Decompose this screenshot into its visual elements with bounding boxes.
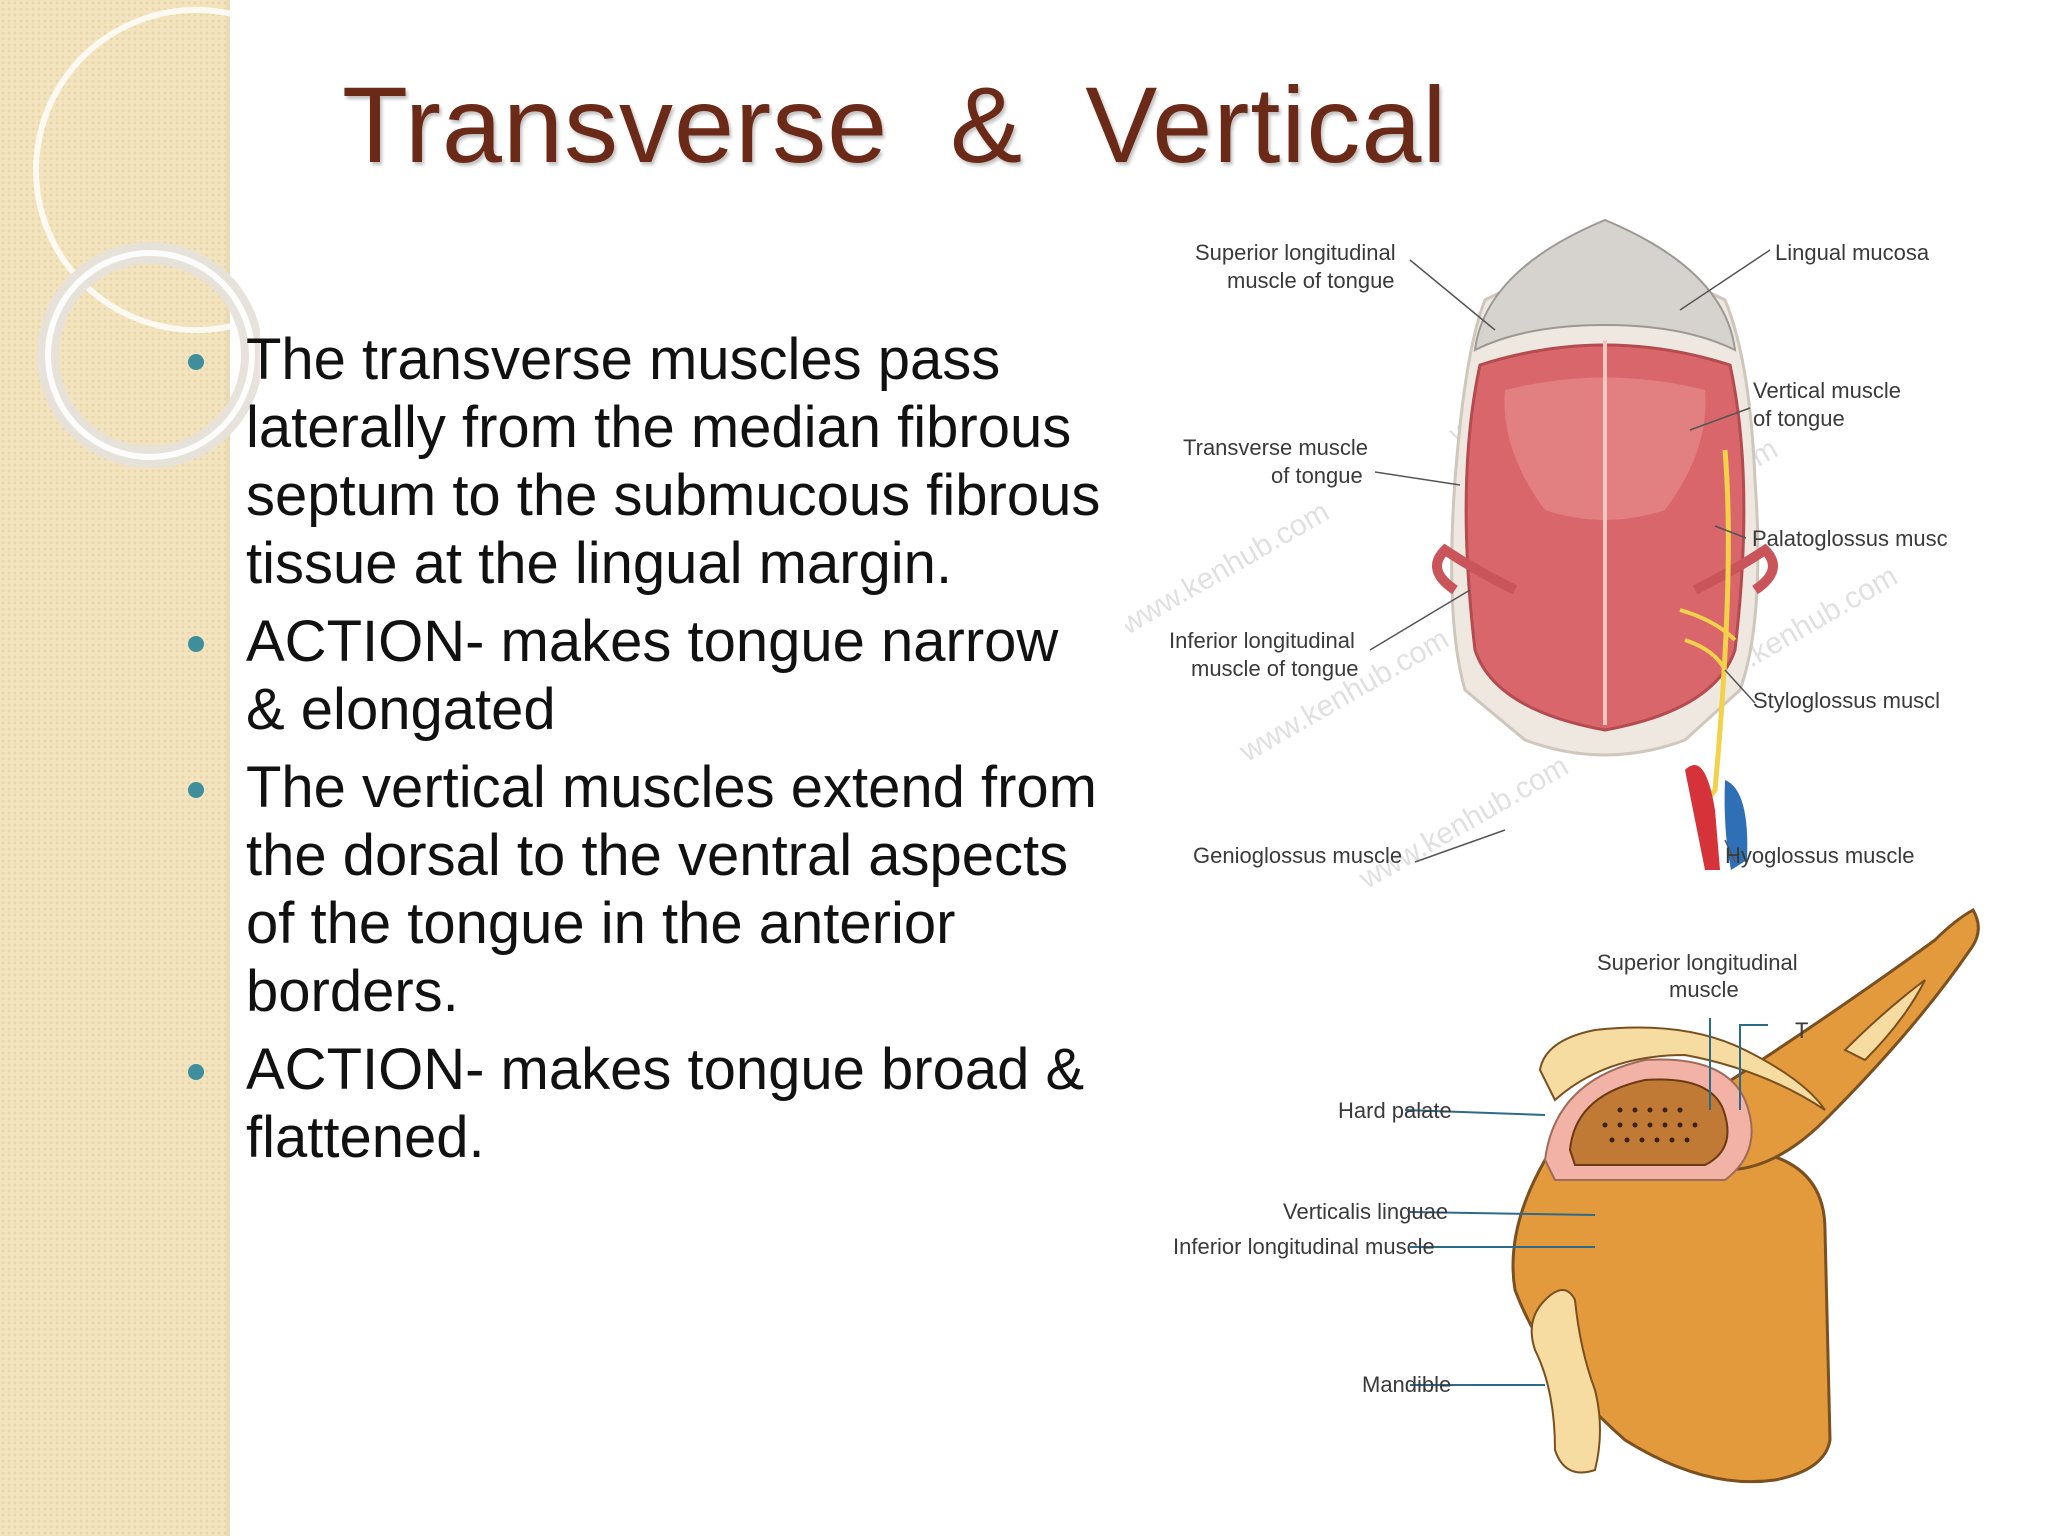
bullet-item: The vertical muscles extend from the dor… [178,754,1108,1026]
tongue-anatomy-figure: www.kenhub.com www.kenhub.com www.kenhub… [1125,218,1980,1484]
bullet-dot-icon [188,782,204,798]
label-t-marker: T [1795,1018,1808,1043]
label-mandible: Mandible [1362,1372,1451,1397]
label-lingual-mucosa: Lingual mucosa [1775,240,1930,265]
bullet-text: The transverse muscles pass laterally fr… [246,327,1101,596]
bullet-dot-icon [188,636,204,652]
label-vertical-muscle-line1: Vertical muscle [1753,378,1901,403]
label-transverse-muscle-line2: of tongue [1271,463,1363,488]
bullet-item: ACTION- makes tongue broad & flattened. [178,1036,1108,1172]
label-superior-longitudinal-line2: muscle of tongue [1227,268,1395,293]
label-palatoglossus: Palatoglossus musc [1752,526,1948,551]
bullet-text: ACTION- makes tongue broad & flattened. [246,1037,1085,1170]
svg-text:www.kenhub.com: www.kenhub.com [1353,749,1574,896]
bottom-leader-lines [1404,1018,1768,1386]
label-bottom-superior-longitudinal-line1: Superior longitudinal [1597,950,1798,975]
label-inferior-longitudinal-line2: muscle of tongue [1191,656,1359,681]
bullet-list: The transverse muscles pass laterally fr… [178,326,1108,1182]
bullet-item: ACTION- makes tongue narrow & elongated [178,608,1108,744]
bullet-text: The vertical muscles extend from the dor… [246,755,1097,1024]
label-superior-longitudinal-line1: Superior longitudinal [1195,240,1396,265]
label-genioglossus: Genioglossus muscle [1193,843,1402,868]
label-transverse-muscle-line1: Transverse muscle [1183,435,1368,460]
sidebar-edge [226,0,230,1536]
label-vertical-muscle-line2: of tongue [1753,406,1845,431]
tongue-sagittal-section [1511,907,1980,1484]
bullet-dot-icon [188,1064,204,1080]
bullet-item: The transverse muscles pass laterally fr… [178,326,1108,598]
svg-text:www.kenhub.com: www.kenhub.com [1125,495,1335,642]
label-hard-palate: Hard palate [1338,1098,1452,1123]
label-styloglossus: Styloglossus muscl [1753,688,1940,713]
slide-title: Transverse & Vertical [342,64,1448,185]
label-verticalis-linguae: Verticalis linguae [1283,1199,1448,1224]
label-bottom-superior-longitudinal-line2: muscle [1669,977,1739,1002]
label-inferior-longitudinal-line1: Inferior longitudinal [1169,628,1355,653]
decorative-circles [33,7,260,468]
tongue-coronal-section [1432,218,1778,870]
bullet-text: ACTION- makes tongue narrow & elongated [246,609,1059,742]
label-hyoglossus: Hyoglossus muscle [1725,843,1915,868]
label-inferior-longitudinal-muscle: Inferior longitudinal muscle [1173,1234,1435,1259]
bullet-dot-icon [188,354,204,370]
top-leader-lines [1369,249,1771,863]
